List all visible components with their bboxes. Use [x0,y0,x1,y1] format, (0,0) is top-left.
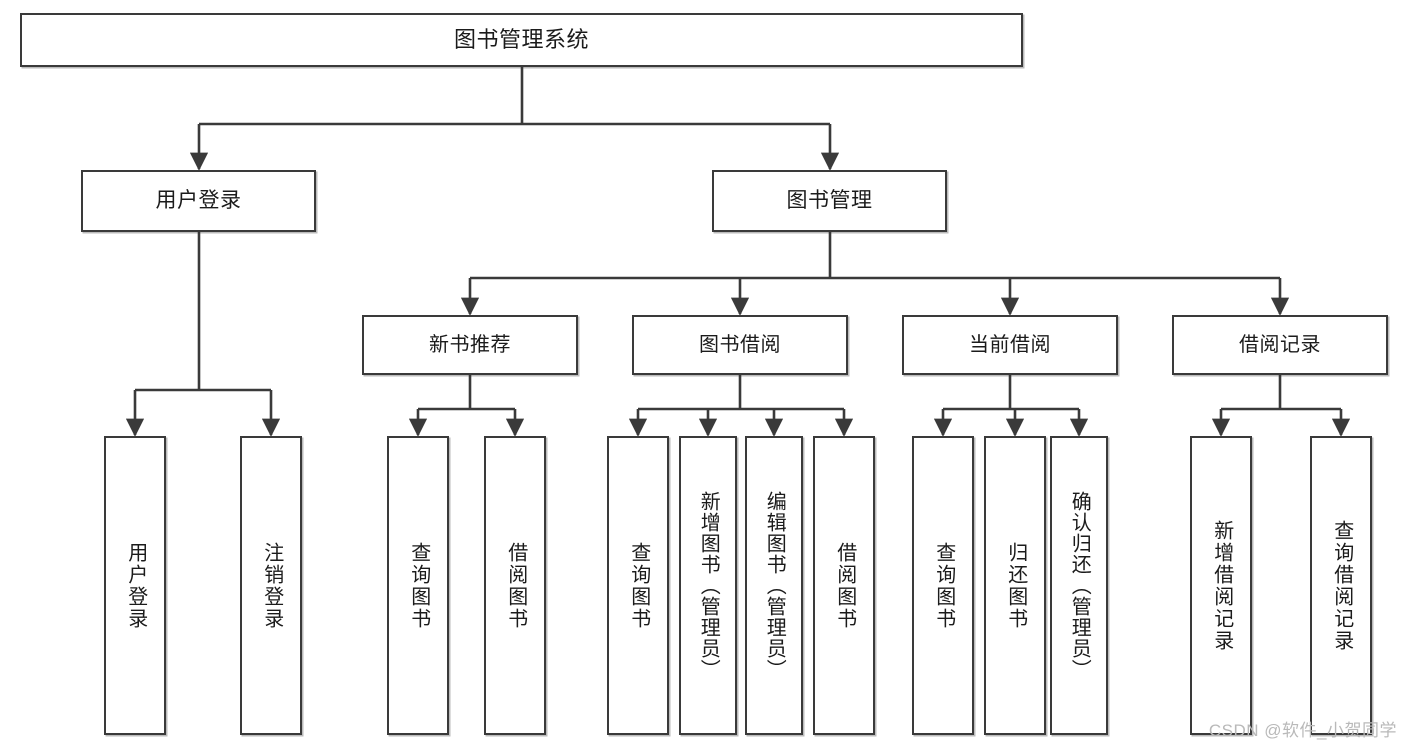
node-label: 查询图书 [932,541,955,630]
node-label: 注销登录 [260,541,283,630]
node-leaf-user-login[interactable]: 用户登录 [104,436,166,735]
node-label: 图书借阅 [699,333,781,356]
node-label: 图书管理 [786,189,873,213]
node-label: 用户登录 [155,189,242,213]
node-root[interactable]: 图书管理系统 [20,13,1023,67]
node-label: 借阅记录 [1239,333,1321,356]
node-leaf-add-book[interactable]: 新增图书（管理员） [679,436,737,735]
node-label: 查询图书 [407,541,430,630]
node-label: 归还图书 [1004,541,1027,630]
node-leaf-query-record[interactable]: 查询借阅记录 [1310,436,1372,735]
node-leaf-query-book-3[interactable]: 查询图书 [912,436,974,735]
watermark-text: CSDN @软件_小贺同学 [1208,721,1397,740]
node-label: 用户登录 [124,541,147,630]
node-leaf-logout[interactable]: 注销登录 [240,436,302,735]
node-current-borrow[interactable]: 当前借阅 [902,315,1118,375]
node-new-book-rec[interactable]: 新书推荐 [362,315,578,375]
node-leaf-edit-book[interactable]: 编辑图书（管理员） [745,436,803,735]
node-label: 借阅图书 [504,541,527,630]
node-label: 图书管理系统 [453,26,589,52]
node-label: 借阅图书 [833,541,856,630]
node-label: 查询借阅记录 [1330,519,1353,652]
node-book-manage[interactable]: 图书管理 [712,170,947,232]
node-book-borrow[interactable]: 图书借阅 [632,315,848,375]
node-leaf-confirm-return[interactable]: 确认归还（管理员） [1050,436,1108,735]
node-leaf-query-book-1[interactable]: 查询图书 [387,436,449,735]
node-label: 查询图书 [627,541,650,630]
node-leaf-add-record[interactable]: 新增借阅记录 [1190,436,1252,735]
node-leaf-return-book[interactable]: 归还图书 [984,436,1046,735]
node-leaf-query-book-2[interactable]: 查询图书 [607,436,669,735]
node-label: 新增借阅记录 [1210,519,1233,652]
node-user-login[interactable]: 用户登录 [81,170,316,232]
node-label: 新增图书（管理员） [697,491,720,680]
node-label: 编辑图书（管理员） [763,491,786,680]
node-borrow-record[interactable]: 借阅记录 [1172,315,1388,375]
node-label: 当前借阅 [969,333,1051,356]
node-label: 新书推荐 [429,333,511,356]
node-leaf-borrow-book-2[interactable]: 借阅图书 [813,436,875,735]
node-label: 确认归还（管理员） [1068,491,1091,680]
node-leaf-borrow-book-1[interactable]: 借阅图书 [484,436,546,735]
